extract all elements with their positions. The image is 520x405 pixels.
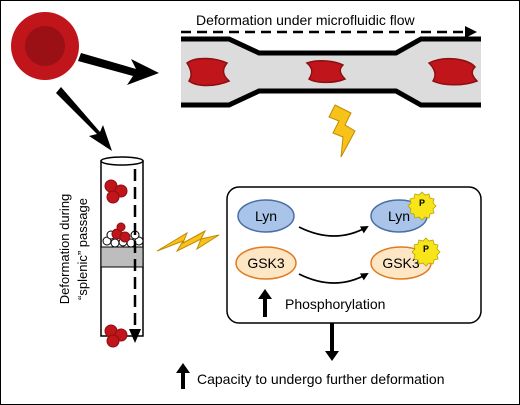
deformed-rbc	[427, 57, 479, 86]
splenic-filter-column	[100, 156, 144, 348]
arrow-to-filter-column	[56, 87, 112, 151]
gsk3-phospho-arrow	[298, 273, 369, 284]
increase-arrow-icon	[258, 289, 272, 317]
lightning-icon	[156, 229, 220, 253]
phospho-badge-label: P	[423, 244, 429, 254]
lyn-phospho-label: Lyn	[388, 208, 410, 224]
phospho-badge-icon	[411, 237, 441, 267]
lightning-icon	[328, 104, 356, 158]
phospho-badge-icon	[407, 191, 437, 221]
gsk3-label: GSK3	[247, 255, 285, 271]
gsk3-node	[235, 246, 297, 280]
deformed-rbc	[185, 57, 231, 87]
gsk3-phospho-label: GSK3	[382, 255, 420, 271]
bottom-label: Capacity to undergo further deformation	[197, 371, 444, 387]
red-blood-cell-icon	[11, 12, 79, 80]
lyn-label: Lyn	[255, 208, 277, 224]
deformed-rbc	[305, 60, 347, 84]
down-arrow-icon	[325, 323, 339, 361]
lyn-node	[237, 199, 295, 233]
increase-arrow-icon	[176, 363, 190, 389]
microfluidic-channel	[181, 36, 481, 108]
phosphorylation-label: Phosphorylation	[285, 296, 385, 312]
side-label-line2: “splenic” passage	[75, 198, 90, 300]
top-label: Deformation under microfluidic flow	[196, 12, 416, 28]
lyn-phospho-arrow	[298, 226, 369, 237]
side-label-line1: Deformation during	[57, 194, 72, 305]
arrow-to-channel	[78, 53, 159, 85]
phospho-badge-label: P	[419, 198, 425, 208]
